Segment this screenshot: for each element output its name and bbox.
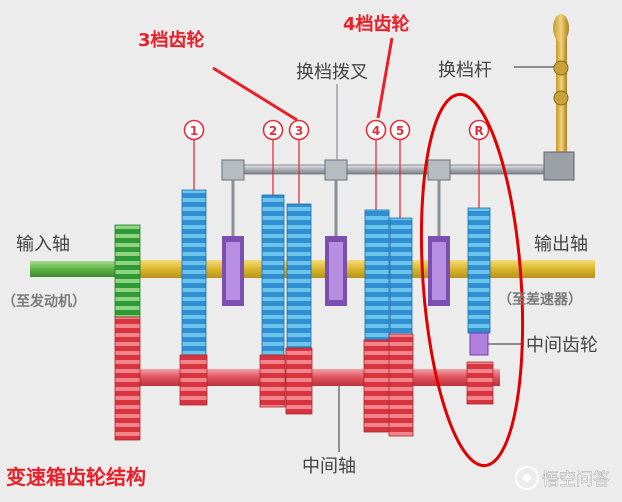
gear-number-reverse: R (474, 124, 483, 138)
shift-lever-joint-top (553, 60, 569, 76)
gear-4-lower (363, 339, 391, 433)
gear-number-4: 4 (372, 124, 380, 138)
gear-4-upper (364, 209, 390, 343)
gear-number-markers: 1 2 3 4 5 R (183, 119, 490, 218)
gear-marker-2: 2 (262, 119, 284, 195)
output-shaft-label: 输出轴 (534, 234, 588, 255)
shift-rod-block-middle (324, 159, 348, 181)
shift-lever (543, 14, 575, 181)
gear-marker-reverse: R (468, 119, 490, 208)
input-shaft (30, 261, 125, 277)
gear-3-lower (285, 347, 313, 415)
shift-lever-stick (556, 18, 567, 158)
gear3-callout-line (212, 66, 298, 122)
gear-reverse-upper (467, 207, 491, 334)
gear-1-lower (179, 354, 208, 406)
shift-lever-knob (553, 14, 569, 42)
synchronizers (222, 236, 450, 306)
countershaft-label: 中间轴 (302, 456, 356, 477)
shift-rod-block-left (221, 159, 245, 181)
shift-lever-base (543, 151, 575, 181)
input-shaft-label: 输入轴 (16, 234, 70, 255)
gear-2-upper (261, 194, 285, 356)
shift-lever-label: 换档杆 (438, 60, 492, 81)
gear-marker-5: 5 (389, 119, 411, 218)
gear3-callout-label: 3档齿轮 (138, 29, 205, 51)
watermark: 悟空问答 (515, 466, 610, 490)
gear-5-upper (389, 217, 413, 337)
gear-number-3: 3 (295, 124, 303, 138)
watermark-text: 悟空问答 (542, 470, 610, 490)
input-gear (114, 224, 141, 318)
shift-rod-block-right (427, 159, 451, 181)
gear-3-upper (286, 203, 312, 350)
gear4-callout-line (376, 37, 394, 119)
gear-marker-3: 3 (288, 119, 310, 204)
gear-number-1: 1 (190, 124, 198, 138)
lower-gears (114, 316, 494, 441)
output-shaft-note: （至差速器） (498, 291, 582, 308)
gear-number-5: 5 (396, 124, 404, 138)
input-shaft-note: （至发动机） (2, 293, 86, 310)
gear-number-2: 2 (269, 124, 277, 138)
shift-rod-assembly (221, 159, 561, 236)
diagram-title: 变速箱齿轮结构 (6, 465, 146, 489)
gear-5-lower (388, 333, 414, 437)
gear-marker-4: 4 (365, 119, 387, 210)
idler-gear (469, 332, 489, 356)
gear4-callout-label: 4档齿轮 (343, 13, 410, 35)
gear-2-lower (259, 354, 286, 408)
countershaft-drive-gear (114, 316, 141, 441)
gear-reverse-lower (466, 361, 494, 405)
gear-1-upper (181, 189, 207, 356)
watermark-logo-icon (515, 466, 539, 490)
shift-lever-joint-bottom (553, 90, 569, 106)
shift-fork-label: 换档拨叉 (296, 62, 368, 83)
idler-gear-label: 中间齿轮 (526, 335, 598, 356)
gear-marker-1: 1 (183, 119, 205, 190)
reverse-highlight-ellipse (419, 92, 525, 468)
